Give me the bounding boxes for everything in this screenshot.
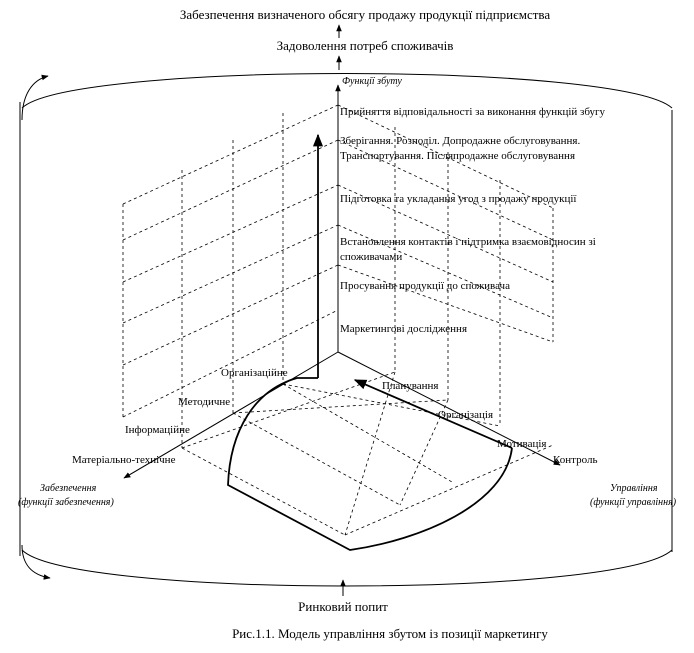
function-transport: Транспортування. Післяпродажне обслугову… bbox=[340, 150, 575, 162]
support-organizational: Організаційне bbox=[221, 367, 288, 379]
goal-text: Забезпечення визначеного обсягу продажу … bbox=[180, 7, 551, 22]
function-contacts: Встановлення контактів і підтримка взаєм… bbox=[340, 236, 596, 248]
axis-left bbox=[123, 351, 339, 479]
function-deals: Підготовка та укладання угод з продажу п… bbox=[340, 193, 577, 205]
process-path-diagonal bbox=[353, 379, 513, 449]
demand-text: Ринковий попит bbox=[298, 599, 388, 614]
management-control: Контроль bbox=[553, 454, 597, 466]
grid-left-wall bbox=[122, 104, 339, 448]
function-storage: Зберігання. Розподіл. Допродажне обслуго… bbox=[340, 135, 580, 147]
support-informational: Інформаційне bbox=[125, 424, 190, 436]
process-path-curve bbox=[227, 377, 513, 551]
support-material: Матеріально-технічне bbox=[72, 454, 176, 466]
axis-right bbox=[337, 351, 561, 466]
function-responsibility: Прийняття відповідальності за виконання … bbox=[340, 106, 606, 118]
left-axis-label: Забезпечення bbox=[40, 483, 97, 494]
right-axis-sublabel: (функції управління) bbox=[590, 497, 677, 508]
grid-right-wall bbox=[337, 104, 554, 426]
figure-caption: Рис.1.1. Модель управління збутом із поз… bbox=[232, 626, 548, 641]
left-axis-sublabel: (функції забезпечення) bbox=[18, 497, 114, 508]
vertical-axis-label: Функції збуту bbox=[342, 76, 402, 87]
cylinder-top-arc bbox=[21, 73, 673, 109]
management-motivation: Мотивація bbox=[497, 438, 547, 450]
function-research: Маркетингові дослідження bbox=[340, 323, 467, 335]
needs-text: Задоволення потреб споживачів bbox=[277, 38, 454, 53]
cylinder-bottom-arc bbox=[21, 549, 673, 587]
management-functions: Планування Організація Мотивація Контрол… bbox=[382, 380, 597, 466]
grid-floor bbox=[181, 371, 554, 536]
function-contacts-cont: споживачами bbox=[340, 251, 402, 263]
function-promotion: Просування продукції до споживача bbox=[340, 280, 510, 292]
management-planning: Планування bbox=[382, 380, 438, 392]
management-organization: Організація bbox=[438, 409, 493, 421]
right-axis-label: Управління bbox=[610, 483, 658, 494]
sales-functions-list: Прийняття відповідальності за виконання … bbox=[340, 106, 606, 335]
support-methodical: Методичне bbox=[178, 396, 230, 408]
support-functions: Організаційне Методичне Інформаційне Мат… bbox=[72, 367, 288, 466]
cycle-arrow-top-left bbox=[21, 74, 49, 121]
cycle-arrow-bottom-left bbox=[21, 544, 51, 580]
